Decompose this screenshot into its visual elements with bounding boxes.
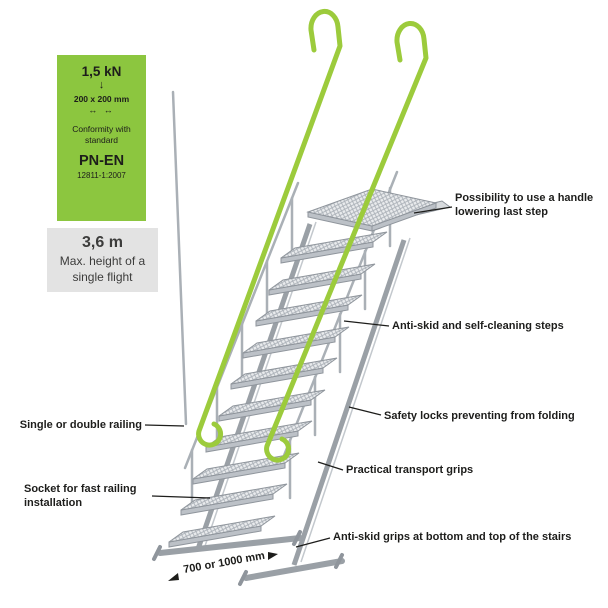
callout-railing: Single or double railing: [6, 418, 142, 432]
height-box: 3,6 m Max. height of a single flight: [47, 228, 158, 292]
callout-text: Practical transport grips: [346, 464, 474, 476]
callout-safety-locks: Safety locks preventing from folding: [384, 409, 575, 423]
callout-text: Anti-skid grips at bottom and top of the…: [333, 531, 572, 543]
callout-transport-grips: Practical transport grips: [346, 463, 473, 477]
platform-dimension: 200 x 200 mm: [73, 94, 130, 105]
width-dimension-label: 700 or 1000 mm: [182, 550, 266, 576]
max-height-value: 3,6 m: [82, 234, 123, 251]
callout-antiskid-steps: Anti-skid and self-cleaning steps: [392, 319, 564, 333]
callout-text: lowering last step: [455, 206, 548, 219]
spread-arrows-icon: ↔ ↔: [88, 105, 115, 116]
handrail-left: [196, 9, 343, 448]
load-rating: 1,5 kN: [81, 64, 122, 79]
conformity-text: Conformity with standard: [57, 124, 146, 146]
caption-line: Max. height of: [59, 254, 136, 268]
stair-structure: [171, 90, 411, 566]
callout-text: Single or double railing: [19, 419, 142, 431]
green-handrails: [196, 9, 429, 463]
conformity-line: with: [115, 124, 131, 135]
callout-text: Safety locks preventing from folding: [384, 410, 575, 422]
callout-railing-socket: Socket for fast railing installation: [24, 482, 136, 511]
conformity-line: standard: [84, 135, 119, 146]
standard-code: 12811-1:2007: [77, 171, 126, 181]
callout-lowering-handle: Possibility to use a handle lowering las…: [455, 191, 593, 220]
standard-name: PN-EN: [78, 153, 125, 170]
conformity-line: Conformity: [72, 124, 114, 135]
callout-antiskid-grips: Anti-skid grips at bottom and top of the…: [333, 530, 571, 544]
caption-line: a single flight: [72, 254, 146, 284]
callout-text: Socket for fast railing: [24, 483, 137, 495]
callout-text: Possibility to use a handle: [455, 192, 594, 204]
top-platform: [306, 188, 452, 232]
max-height-caption: Max. height of a single flight: [47, 254, 158, 285]
leader-lines: [144, 206, 453, 548]
down-arrow-icon: ↓: [98, 79, 105, 91]
callout-text: installation: [24, 497, 83, 510]
base-feet: [152, 530, 345, 586]
callout-text: Anti-skid and self-cleaning steps: [392, 320, 564, 332]
spec-box: 1,5 kN ↓ 200 x 200 mm ↔ ↔ Conformity wit…: [57, 55, 146, 221]
handrail-right: [264, 21, 429, 463]
